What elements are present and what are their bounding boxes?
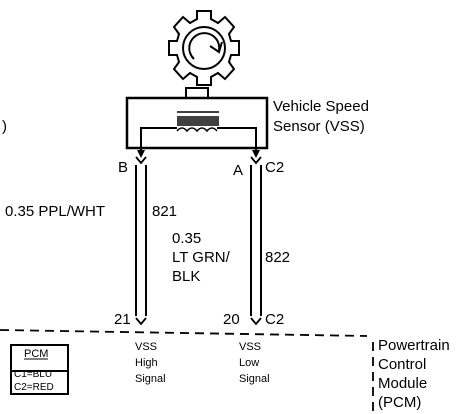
sensor-pin-a: A: [233, 162, 243, 179]
sensor-body: [125, 96, 269, 150]
vss-high-signal-line1: VSS: [135, 341, 157, 353]
pcm-legend-c1: C1=BLU: [14, 369, 52, 380]
pcm-legend-frame: [10, 344, 69, 395]
vss-low-signal-line2: Low: [239, 357, 259, 369]
vss-high-signal-line2: High: [135, 357, 158, 369]
left-margin-mark: ): [2, 118, 7, 135]
sensor-name-line2: Sensor (VSS): [273, 118, 365, 135]
pcm-pin-20: 20: [223, 311, 240, 328]
sensor-pin-b: B: [118, 159, 128, 176]
vss-low-signal-line1: VSS: [239, 341, 261, 353]
pcm-legend-title: PCM: [24, 348, 48, 360]
wire-821: [135, 165, 147, 316]
sensor-coil-icon: [176, 111, 219, 133]
sensor-connector-terminals: [135, 156, 262, 165]
pcm-name-line1: Powertrain: [378, 337, 450, 354]
sensor-name-line1: Vehicle Speed: [273, 98, 369, 115]
arrow-down-right-icon: [252, 150, 260, 158]
vss-low-signal-line3: Signal: [239, 373, 270, 385]
pcm-boundary: [0, 329, 374, 414]
pcm-connector-terminals: [135, 317, 262, 326]
pcm-name-line3: Module: [378, 375, 427, 392]
arrow-down-left-icon: [137, 150, 145, 158]
sensor-tab: [185, 87, 209, 99]
wire-821-color: 0.35 PPL/WHT: [5, 203, 105, 220]
sensor-connector-label: C2: [265, 159, 284, 176]
wire-822-gauge: 0.35: [172, 230, 201, 247]
wire-821-circuit: 821: [152, 203, 177, 220]
vss-high-signal-line3: Signal: [135, 373, 166, 385]
pcm-name-line2: Control: [378, 356, 426, 373]
pcm-name-line4: (PCM): [378, 394, 421, 411]
reluctor-wheel-icon: [168, 10, 240, 86]
pcm-legend-c2: C2=RED: [14, 382, 54, 393]
wire-822-color-line1: LT GRN/: [172, 249, 231, 266]
wire-822-color-line2: BLK: [172, 268, 200, 285]
pcm-pin-21: 21: [114, 311, 131, 328]
pcm-connector-label: C2: [265, 311, 284, 328]
sensor-internal-wiring: [140, 127, 257, 150]
wire-822: [250, 165, 262, 316]
wire-822-circuit: 822: [265, 249, 290, 266]
